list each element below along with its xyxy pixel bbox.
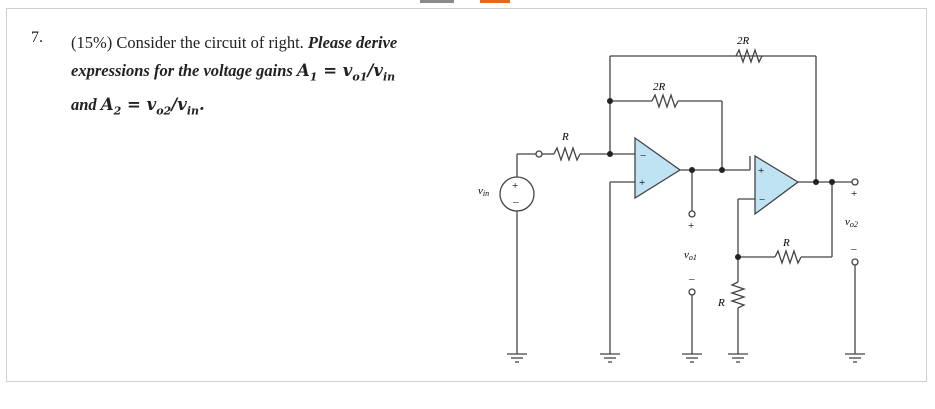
label-r-input: R [561, 131, 569, 143]
vo2-terminal-plus [851, 178, 859, 186]
question-percent: (15%) [71, 33, 113, 52]
label-r-ground: R [717, 297, 725, 309]
vo1-minus: – [688, 273, 695, 285]
top-accent-gray [420, 0, 454, 3]
opamp-1 [634, 136, 682, 200]
vin-terminal [535, 150, 543, 158]
gain-1-expression: A1 = vo1/vin [296, 61, 396, 84]
resistor-r-ground [729, 281, 747, 309]
question-text: (15%) Consider the circuit of right. Ple… [71, 29, 481, 126]
top-accent-bar [0, 0, 935, 3]
label-vo2: vo2 [845, 216, 858, 229]
top-accent-orange [480, 0, 510, 3]
resistor-r-input [553, 145, 581, 163]
label-vo1: vo1 [684, 249, 697, 262]
vo1-terminal-minus [688, 288, 696, 296]
vo1-terminal-plus [688, 210, 696, 218]
label-2r-top: 2R [737, 35, 750, 47]
question-bold-2: expressions for the voltage gains [71, 61, 293, 80]
vo2-plus: + [851, 188, 857, 200]
source-plus: + [512, 180, 518, 192]
op1-minus-sign: − [640, 150, 646, 162]
junction-nodes [607, 98, 835, 260]
resistor-2r-mid [651, 92, 679, 110]
opamp-2 [754, 154, 800, 216]
label-vin: vin [478, 185, 489, 198]
question-bold-1: Please derive [307, 33, 398, 52]
resistor-r-feedback [774, 248, 802, 266]
op2-minus-sign: − [759, 194, 765, 206]
question-intro: Consider the circuit of right. [116, 33, 304, 52]
circuit-diagram: R 2R 2R R R vin + – − + + − + vo1 – + vo… [478, 35, 865, 363]
ground-symbols [507, 353, 865, 363]
op2-plus-sign: + [758, 165, 764, 177]
vo1-plus: + [688, 220, 694, 232]
label-r-feedback: R [782, 237, 790, 249]
question-and: and [71, 95, 97, 115]
vo2-terminal-minus [851, 258, 859, 266]
op1-plus-sign: + [639, 177, 645, 189]
vo2-minus: – [850, 243, 857, 255]
label-2r-mid: 2R [653, 81, 666, 93]
gain-2-expression: A2 = vo2/vin. [100, 95, 205, 118]
question-number: 7. [31, 29, 43, 46]
resistor-2r-top [735, 47, 763, 65]
source-minus: – [512, 196, 519, 208]
